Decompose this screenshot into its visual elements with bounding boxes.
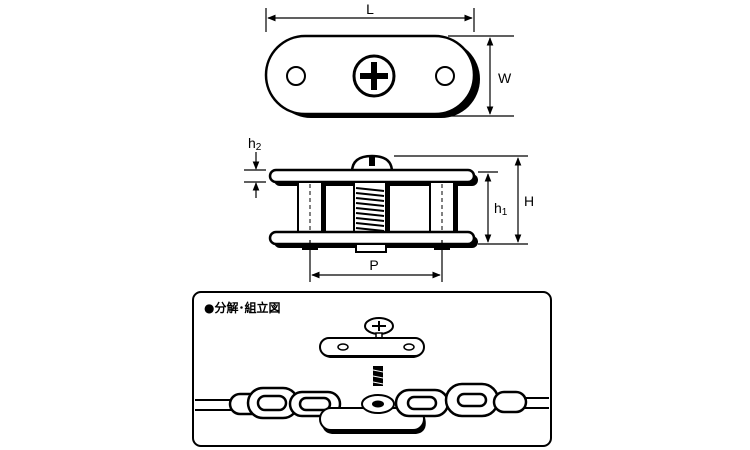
inset-upper-right-hole	[403, 343, 415, 351]
label-length: L	[366, 1, 374, 17]
phillips-cross-icon	[360, 62, 388, 90]
dimension-plate-thickness: h2	[244, 135, 266, 198]
svg-text:h2: h2	[248, 135, 262, 153]
thread-line	[355, 192, 385, 197]
dimension-inner-height: h1	[478, 171, 508, 245]
thread-line	[355, 227, 385, 232]
thread-line	[355, 212, 385, 217]
thread-line	[355, 202, 385, 207]
dimension-pitch: P	[309, 240, 443, 282]
thread-line	[355, 222, 385, 227]
label-inner-height-sub: 1	[502, 207, 508, 218]
lower-plate	[268, 230, 476, 246]
dimension-height: H	[394, 155, 534, 245]
screw-slot	[369, 156, 375, 166]
label-inner-height: h	[494, 200, 502, 216]
upper-plate	[268, 168, 476, 184]
screw-threads	[355, 187, 385, 232]
side-view	[268, 154, 478, 253]
inset-center-hole	[372, 400, 384, 408]
label-height: H	[524, 193, 534, 209]
thread-line	[355, 197, 385, 202]
label-pitch: P	[369, 257, 378, 273]
label-width: W	[498, 70, 512, 86]
dimension-width: W	[448, 35, 514, 117]
assembly-inset: ●分解･組立図	[192, 291, 552, 447]
inset-upper-left-hole	[337, 343, 349, 351]
dimension-length: L	[265, 1, 475, 32]
thread-line	[355, 187, 385, 192]
inset-upper-plate	[319, 337, 425, 357]
inset-phillips-cross-icon	[372, 321, 386, 331]
top-view	[264, 34, 480, 118]
inset-chain-right	[394, 382, 549, 418]
label-plate-thickness-sub: 2	[256, 142, 262, 153]
inset-chain-left	[195, 386, 342, 420]
left-hole	[286, 66, 306, 86]
inset-title: ●分解･組立図	[204, 300, 280, 315]
screw-tip	[355, 243, 387, 253]
inset-screw-thread	[372, 366, 384, 386]
right-hole	[435, 66, 455, 86]
label-plate-thickness: h	[248, 135, 256, 151]
thread-line	[355, 217, 385, 222]
thread-line	[355, 207, 385, 212]
svg-text:h1: h1	[494, 200, 508, 218]
